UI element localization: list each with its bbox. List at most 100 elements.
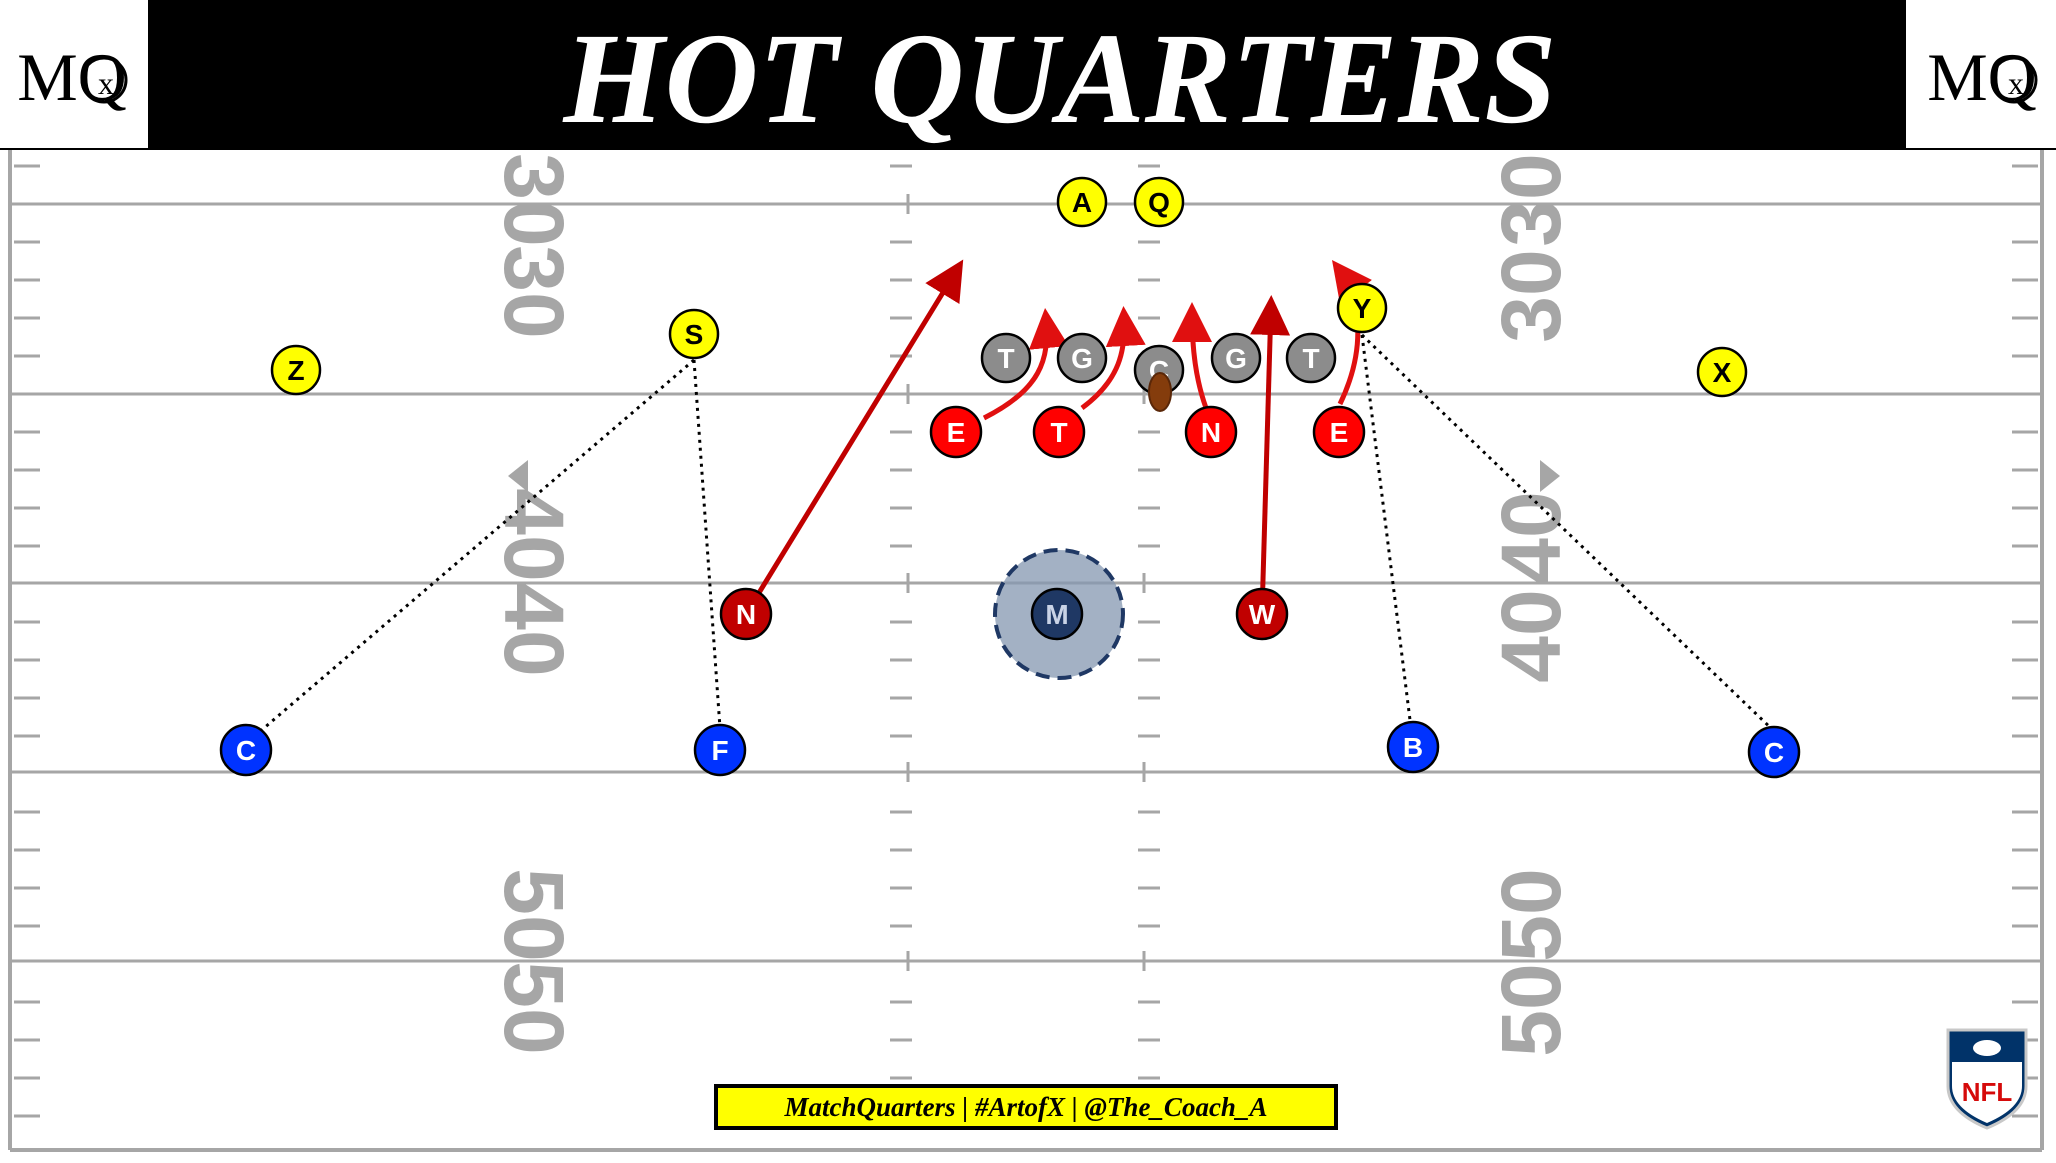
player-linebacker: N (719, 587, 773, 641)
logo-ring (80, 56, 128, 104)
nfl-shield-field (1952, 1062, 2022, 1123)
coverage-line (1360, 334, 1413, 729)
logo-sub: x (98, 65, 114, 101)
nfl-football-icon (1973, 1040, 2001, 1056)
player-dline: E (929, 405, 983, 459)
player-label: E (947, 417, 966, 448)
player-label: N (1201, 417, 1221, 448)
player-marker (1386, 720, 1440, 774)
player-marker (1312, 405, 1366, 459)
yard-number: 50 (1484, 963, 1578, 1056)
yard-number: 50 (487, 961, 581, 1054)
player-marker (1235, 587, 1289, 641)
secondary: C F B C (219, 720, 1801, 779)
player-marker (668, 308, 720, 360)
player-marker (1032, 405, 1086, 459)
player-oline: T (980, 332, 1032, 384)
player-linebacker: M (1030, 587, 1084, 641)
player-label: M (1045, 599, 1068, 630)
player-offense: Z (270, 344, 322, 396)
player-offense: Y (1336, 282, 1388, 334)
player-dline: T (1032, 405, 1086, 459)
player-label: S (685, 319, 704, 350)
player-label: A (1072, 187, 1092, 218)
yard-number: 40 (1484, 589, 1578, 682)
player-marker (1210, 332, 1262, 384)
player-marker (1056, 332, 1108, 384)
player-offense: S (668, 308, 720, 360)
player-label: E (1330, 417, 1349, 448)
direction-arrow (1540, 460, 1560, 492)
yard-numbers: 30 30 30 30 40 40 40 40 50 50 50 50 (487, 153, 1578, 1056)
player-marker (270, 344, 322, 396)
logo-box-right (1906, 0, 2056, 148)
player-secondary: F (693, 723, 747, 777)
player-marker (1133, 176, 1185, 228)
yard-number: 40 (487, 488, 581, 581)
player-label: Z (287, 355, 304, 386)
yard-number: 50 (1484, 868, 1578, 961)
rush-route (1250, 295, 1291, 615)
yard-number: 30 (1484, 249, 1578, 342)
player-offense: X (1696, 346, 1748, 398)
player-marker (1285, 332, 1337, 384)
linebackers: N M W (719, 587, 1289, 641)
player-dline: N (1184, 405, 1238, 459)
player-marker (719, 587, 773, 641)
credit-box (714, 1084, 1338, 1130)
header-bar (0, 0, 2056, 150)
coverage-line (249, 358, 695, 742)
player-oline: C (1133, 344, 1185, 396)
credit-text: MatchQuarters | #ArtofX | @The_Coach_A (784, 1092, 1268, 1122)
player-label: T (1302, 343, 1319, 374)
player-offense: Q (1133, 176, 1185, 228)
offensive-skill-players: A Q Y S Z X (270, 176, 1748, 398)
rush-route (743, 259, 964, 616)
player-offense: A (1056, 176, 1108, 228)
player-marker (1747, 725, 1801, 779)
yard-number: 30 (487, 153, 581, 246)
yard-number: 40 (487, 583, 581, 676)
yard-number: 40 (1484, 491, 1578, 584)
player-secondary: C (219, 723, 273, 777)
player-linebacker: W (1235, 587, 1289, 641)
player-label: N (736, 599, 756, 630)
player-dline: E (1312, 405, 1366, 459)
player-marker (929, 405, 983, 459)
coverage-line (692, 359, 722, 729)
logo-ring (1990, 56, 2038, 104)
page-title: HOT QUARTERS (562, 7, 1556, 151)
credit-banner: MatchQuarters | #ArtofX | @The_Coach_A (714, 1084, 1338, 1130)
yard-number: 50 (487, 868, 581, 961)
player-label: G (1071, 343, 1093, 374)
player-label: T (1050, 417, 1067, 448)
football-icon (1148, 372, 1172, 412)
rush-route (1080, 306, 1146, 411)
player-secondary: B (1386, 720, 1440, 774)
yard-number: 30 (1484, 153, 1578, 246)
player-label: C (236, 735, 256, 766)
coverage-lines (249, 333, 1777, 742)
yard-number: 30 (487, 245, 581, 338)
player-label: W (1249, 599, 1276, 630)
offensive-line: T G C G T (980, 332, 1337, 396)
mq-logo-right: MQ x (1927, 39, 2038, 115)
player-marker (1184, 405, 1238, 459)
player-marker (1696, 346, 1748, 398)
logo-box-left (0, 0, 148, 148)
player-marker (693, 723, 747, 777)
mq-logo-left: MQ x (17, 39, 128, 115)
player-oline: T (1285, 332, 1337, 384)
direction-arrow (508, 460, 528, 492)
player-label: X (1713, 357, 1732, 388)
player-marker (980, 332, 1032, 384)
rush-route (982, 308, 1069, 421)
player-label: C (1764, 737, 1784, 768)
player-marker (219, 723, 273, 777)
nfl-logo: NFL (1946, 1028, 2028, 1130)
nfl-logo-text: NFL (1962, 1077, 2013, 1107)
player-marker (1030, 587, 1084, 641)
player-label: B (1403, 732, 1423, 763)
